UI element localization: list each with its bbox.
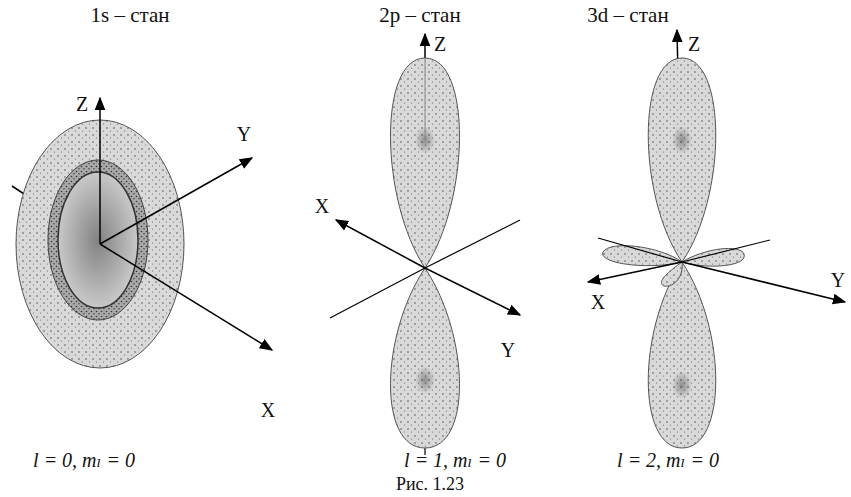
axis-label: Z bbox=[686, 33, 702, 55]
s-orbital bbox=[12, 98, 272, 368]
p-orbital bbox=[330, 34, 520, 455]
axis-label: Y bbox=[499, 339, 517, 361]
axis-label: Z bbox=[432, 33, 448, 55]
state-title: 2p – стан bbox=[377, 4, 462, 27]
d-orbital bbox=[588, 30, 845, 448]
axis-label: Y bbox=[829, 269, 847, 291]
quantum-numbers: l = 0, mₗ = 0 bbox=[31, 449, 137, 471]
axis-label: X bbox=[589, 291, 607, 313]
axis-label: X bbox=[259, 399, 277, 421]
figure-caption: Рис. 1.23 bbox=[394, 475, 466, 495]
axis-label: X bbox=[313, 195, 331, 217]
axis-label: Y bbox=[235, 123, 253, 145]
quantum-numbers: l = 1, mₗ = 0 bbox=[402, 449, 508, 471]
state-title: 1s – стан bbox=[89, 4, 172, 27]
axis-label: Z bbox=[74, 93, 90, 115]
state-title: 3d – стан bbox=[585, 4, 670, 27]
quantum-numbers: l = 2, mₗ = 0 bbox=[615, 449, 721, 471]
